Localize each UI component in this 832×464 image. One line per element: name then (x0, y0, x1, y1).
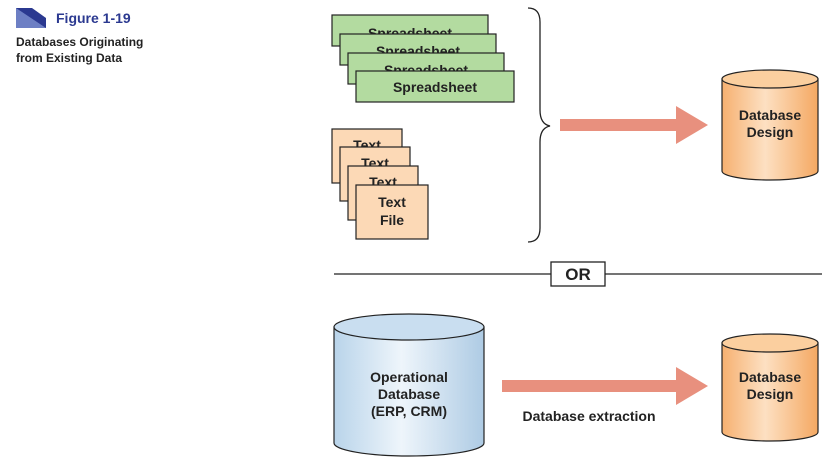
text-file-sheet-4: Text File (355, 184, 429, 240)
spreadsheet-label-4: Spreadsheet (393, 79, 477, 95)
database-design-label-top-line-2: Design (747, 124, 794, 140)
spreadsheet-sheet-4: Spreadsheet (355, 70, 515, 103)
operational-label-line-3: (ERP, CRM) (371, 403, 447, 419)
text-file-label-4-line-1: Text (378, 194, 406, 210)
extraction-flow-arrow (502, 367, 708, 405)
operational-label-line-2: Database (378, 386, 440, 402)
grouping-brace (527, 7, 551, 243)
figure-title-row: Figure 1-19 (16, 8, 216, 28)
figure-subtitle-line-1: Databases Originating (16, 35, 144, 49)
extraction-label: Database extraction (522, 408, 655, 424)
text-file-label-4-line-2: File (380, 212, 404, 228)
database-design-cylinder-top: Database Design (721, 69, 819, 181)
text-file-stack: Text Text Text Text File (331, 128, 429, 240)
operational-database-cylinder: Operational Database (ERP, CRM) (333, 313, 485, 457)
figure-icon (16, 8, 46, 28)
spreadsheet-stack: Spreadsheet Spreadsheet Spreadsheet Spre… (331, 14, 515, 103)
operational-label-line-1: Operational (370, 369, 448, 385)
figure-subtitle-line-2: from Existing Data (16, 51, 123, 65)
top-flow-arrow (560, 106, 708, 144)
database-design-label-bottom-line-2: Design (747, 386, 794, 402)
database-design-label-top-line-1: Database (739, 107, 801, 123)
database-design-cylinder-bottom: Database Design (721, 333, 819, 442)
figure-caption: Figure 1-19 Databases Originating from E… (16, 8, 216, 66)
figure-subtitle: Databases Originating from Existing Data (16, 34, 216, 66)
or-divider: OR (334, 261, 822, 287)
figure-title: Figure 1-19 (56, 10, 131, 26)
database-design-label-bottom-line-1: Database (739, 369, 801, 385)
or-label: OR (565, 265, 591, 284)
